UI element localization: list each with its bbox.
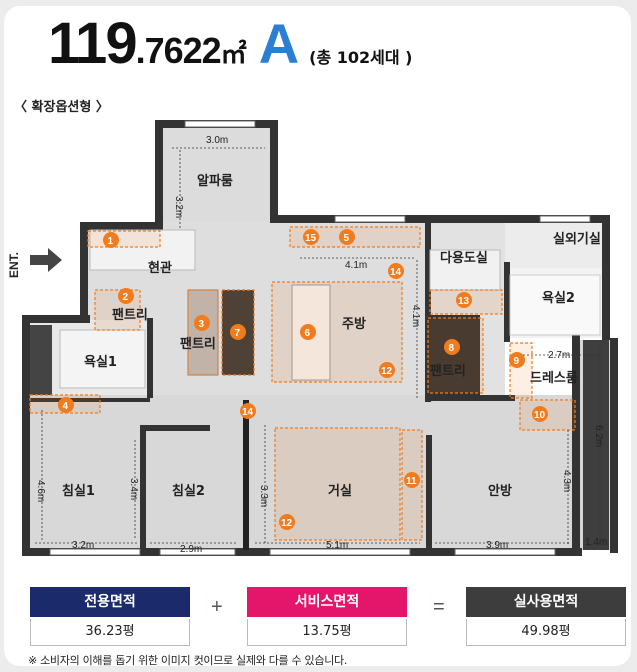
marker-12-kitchen: 12 bbox=[379, 362, 395, 378]
svg-text:12: 12 bbox=[381, 366, 393, 377]
dim-bed1-width: 3.2m bbox=[72, 540, 94, 551]
marker-15: 15 bbox=[303, 229, 319, 245]
dim-master-right-height: 6.2m bbox=[593, 425, 604, 447]
room-outdoor-unit: 실외기실 bbox=[553, 231, 601, 247]
room-master: 안방 bbox=[488, 483, 512, 499]
area-title: 119.7622㎡ A (총 102세대 ) bbox=[48, 10, 413, 76]
option-type-label: 〈 확장옵션형 〉 bbox=[14, 100, 109, 115]
actual-area-label: 실사용면적 bbox=[466, 587, 626, 617]
actual-area-box: 실사용면적 49.98평 bbox=[466, 587, 626, 646]
plus-sign: + bbox=[211, 596, 223, 618]
marker-8: 8 bbox=[444, 339, 460, 355]
room-bath-2: 욕실2 bbox=[542, 290, 575, 306]
marker-5: 5 bbox=[339, 229, 355, 245]
svg-text:3: 3 bbox=[199, 319, 205, 330]
svg-text:2: 2 bbox=[123, 292, 129, 303]
svg-text:6: 6 bbox=[305, 328, 311, 339]
marker-7: 7 bbox=[230, 324, 246, 340]
room-bed-2: 침실2 bbox=[172, 483, 205, 499]
entrance-arrow-icon bbox=[30, 248, 62, 272]
dim-bed1-height: 4.6m bbox=[35, 480, 46, 502]
dim-bed1-height-2: 3.4m bbox=[128, 478, 139, 500]
service-area-value: 13.75평 bbox=[247, 619, 407, 646]
area-decimal: .7622 bbox=[135, 30, 222, 71]
dim-alpha-width: 3.0m bbox=[206, 135, 228, 146]
marker-1: 1 bbox=[103, 232, 119, 248]
svg-text:5: 5 bbox=[344, 233, 350, 244]
dimension-lines bbox=[35, 147, 601, 545]
floor-plan: ENT. 알파룸 현관 팬트리 팬트리 욕실1 주방 다용도실 실외기실 욕실2… bbox=[7, 120, 618, 556]
household-count: (총 102세대 ) bbox=[309, 48, 413, 67]
equals-sign: = bbox=[433, 596, 445, 618]
room-kitchen: 주방 bbox=[342, 316, 366, 332]
room-pantry-2: 팬트리 bbox=[180, 336, 216, 352]
entrance-label: ENT. bbox=[7, 252, 21, 278]
disclaimer-note: ※ 소비자의 이해를 돕기 위한 이미지 컷이므로 실제와 다를 수 있습니다. bbox=[28, 654, 348, 667]
svg-text:7: 7 bbox=[235, 328, 241, 339]
svg-text:10: 10 bbox=[534, 410, 546, 421]
dim-master-width: 3.9m bbox=[486, 540, 508, 551]
room-bed-1: 침실1 bbox=[62, 483, 95, 499]
fixtures bbox=[30, 229, 609, 550]
svg-text:12: 12 bbox=[281, 518, 293, 529]
dim-bed2-width: 2.9m bbox=[180, 544, 202, 555]
marker-13: 13 bbox=[456, 292, 472, 308]
svg-text:8: 8 bbox=[449, 343, 455, 354]
dim-alpha-height: 3.2m bbox=[173, 196, 184, 218]
room-entry: 현관 bbox=[148, 260, 172, 276]
room-living: 거실 bbox=[328, 483, 352, 499]
svg-text:9: 9 bbox=[514, 356, 520, 367]
exclusive-area-label: 전용면적 bbox=[30, 587, 190, 617]
svg-text:14: 14 bbox=[242, 407, 254, 418]
dim-kitchen-width: 4.1m bbox=[345, 260, 367, 271]
room-multi-purpose: 다용도실 bbox=[440, 250, 488, 266]
marker-14-living: 14 bbox=[240, 403, 256, 419]
room-alpha: 알파룸 bbox=[197, 173, 233, 189]
marker-14-kitchen: 14 bbox=[388, 263, 404, 279]
actual-area-value: 49.98평 bbox=[466, 619, 626, 646]
exclusive-area-box: 전용면적 36.23평 bbox=[30, 587, 190, 646]
svg-text:14: 14 bbox=[390, 267, 402, 278]
marker-12-living: 12 bbox=[279, 514, 295, 530]
dim-master-height: 4.3m bbox=[561, 470, 572, 492]
unit-type-letter: A bbox=[258, 12, 300, 75]
room-dress: 드레스룸 bbox=[530, 370, 578, 386]
marker-9: 9 bbox=[509, 352, 525, 368]
room-bath-1: 욕실1 bbox=[84, 354, 117, 370]
marker-6: 6 bbox=[300, 324, 316, 340]
room-pantry-3: 팬트리 bbox=[430, 363, 466, 379]
dim-dress-width: 2.7m bbox=[548, 350, 570, 361]
dim-master-right-width: 1.4m bbox=[585, 537, 607, 548]
svg-text:4: 4 bbox=[63, 401, 69, 412]
svg-text:13: 13 bbox=[458, 296, 470, 307]
marker-3: 3 bbox=[194, 315, 210, 331]
dim-living-height: 3.3m bbox=[258, 485, 269, 507]
dim-kitchen-height: 4.1m bbox=[410, 305, 421, 327]
exclusive-area-value: 36.23평 bbox=[30, 619, 190, 646]
marker-11: 11 bbox=[404, 472, 420, 488]
windows bbox=[49, 120, 591, 556]
marker-2: 2 bbox=[118, 288, 134, 304]
svg-text:1: 1 bbox=[108, 236, 114, 247]
area-integer: 119 bbox=[48, 11, 138, 76]
room-pantry-1: 팬트리 bbox=[112, 307, 148, 323]
marker-10: 10 bbox=[532, 406, 548, 422]
service-area-box: 서비스면적 13.75평 bbox=[247, 587, 407, 646]
svg-text:15: 15 bbox=[305, 233, 317, 244]
dim-living-width: 5.1m bbox=[326, 540, 348, 551]
marker-4: 4 bbox=[58, 397, 74, 413]
svg-text:11: 11 bbox=[406, 476, 417, 487]
area-unit: ㎡ bbox=[220, 39, 247, 69]
service-area-label: 서비스면적 bbox=[247, 587, 407, 617]
